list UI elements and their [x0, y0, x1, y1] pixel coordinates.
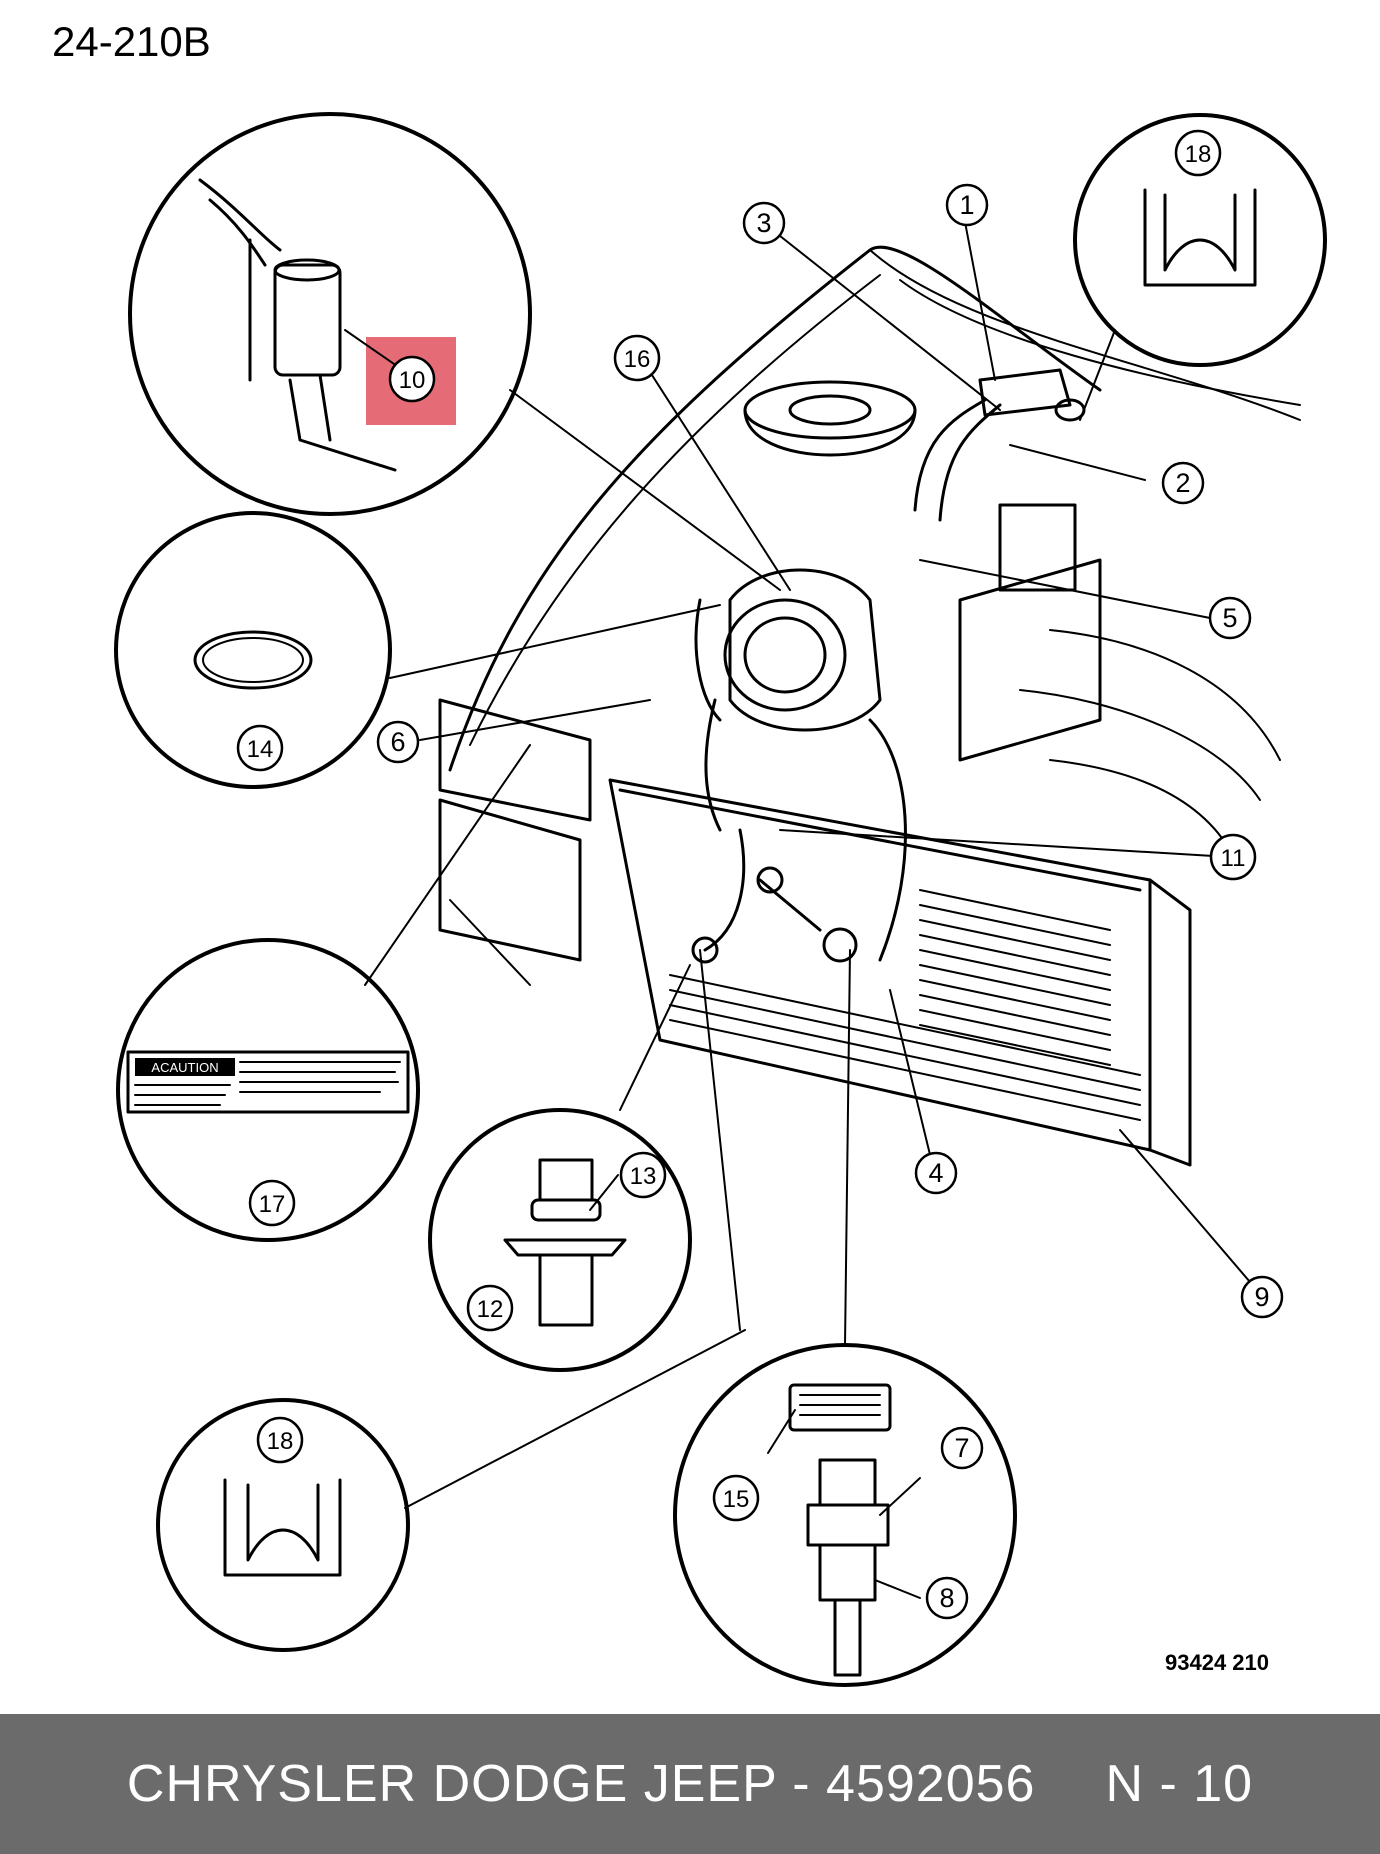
callout-6: 6: [376, 720, 420, 764]
callouts: 1 2 3 4 5 6 7 8: [236, 129, 1284, 1620]
callout-8: 8: [925, 1576, 969, 1620]
ac-system-diagram: 24-210B: [52, 18, 1327, 1687]
callout-10: 10: [388, 355, 436, 403]
svg-text:8: 8: [939, 1583, 954, 1613]
callout-14: 14: [236, 724, 284, 772]
svg-text:18: 18: [267, 1428, 294, 1455]
callout-11: 11: [1209, 833, 1257, 881]
svg-text:2: 2: [1175, 468, 1190, 498]
engine-bay-illustration: [438, 245, 1301, 1167]
page-code: 24-210B: [52, 18, 211, 65]
diagram-position: N - 10: [1105, 1755, 1254, 1813]
callout-13: 13: [619, 1151, 667, 1199]
callout-18-top: 18: [1174, 129, 1222, 177]
callout-1: 1: [945, 183, 989, 227]
inset-clip-top: [1073, 113, 1327, 367]
reference-code: 93424 210: [1165, 1650, 1269, 1675]
svg-text:7: 7: [954, 1433, 969, 1463]
svg-text:18: 18: [1185, 141, 1212, 168]
callout-5: 5: [1208, 596, 1252, 640]
svg-text:15: 15: [723, 1486, 750, 1513]
callout-16: 16: [613, 334, 661, 382]
callout-2: 2: [1161, 461, 1205, 505]
svg-text:16: 16: [624, 346, 651, 373]
leader-lines: [344, 221, 1251, 1599]
svg-text:11: 11: [1221, 845, 1246, 872]
svg-text:9: 9: [1254, 1282, 1269, 1312]
inset-charge-port: [428, 1108, 692, 1372]
inset-receiver-drier: [128, 112, 532, 516]
callout-7: 7: [940, 1426, 984, 1470]
callout-12: 12: [466, 1284, 514, 1332]
callout-15: 15: [712, 1474, 760, 1522]
callout-3: 3: [742, 201, 786, 245]
inset-o-ring: [114, 511, 392, 789]
callout-4: 4: [914, 1151, 958, 1195]
condenser-fins: [669, 889, 1141, 1121]
svg-text:12: 12: [477, 1296, 504, 1323]
svg-text:4: 4: [928, 1158, 943, 1188]
svg-text:17: 17: [259, 1191, 286, 1218]
inset-caution-label: ACAUTION: [116, 938, 420, 1242]
svg-text:1: 1: [959, 190, 974, 220]
svg-text:10: 10: [399, 367, 426, 394]
part-info: CHRYSLER DODGE JEEP - 4592056: [126, 1755, 1036, 1813]
svg-text:13: 13: [630, 1163, 657, 1190]
callout-17: 17: [248, 1179, 296, 1227]
svg-text:3: 3: [756, 208, 771, 238]
inset-clip-bottom: [156, 1398, 410, 1652]
svg-text:14: 14: [247, 736, 274, 763]
footer-bar: CHRYSLER DODGE JEEP - 4592056 N - 10: [0, 1714, 1380, 1854]
svg-text:6: 6: [390, 727, 405, 757]
caution-label-heading: ACAUTION: [151, 1060, 218, 1075]
svg-text:5: 5: [1222, 603, 1237, 633]
callout-18-bottom: 18: [256, 1416, 304, 1464]
callout-9: 9: [1240, 1275, 1284, 1319]
